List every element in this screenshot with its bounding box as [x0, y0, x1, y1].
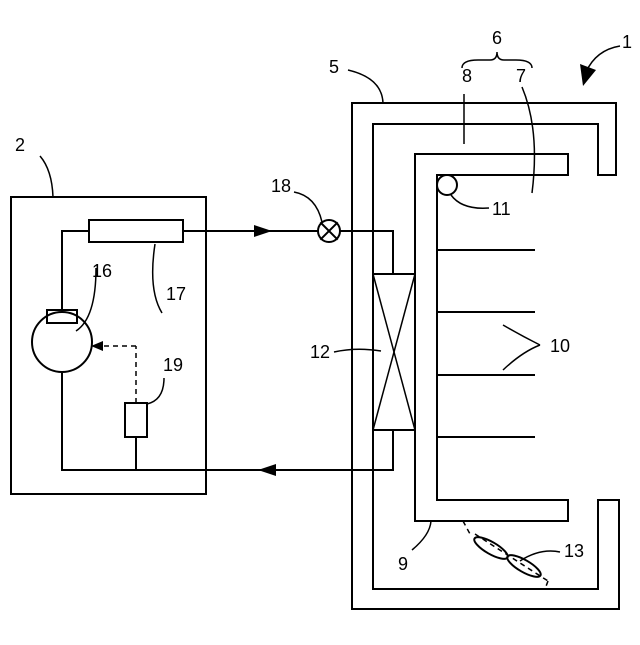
label-18: 18: [271, 176, 291, 196]
flow-arrow-top: [254, 225, 272, 237]
label-5: 5: [329, 57, 339, 77]
label-10: 10: [550, 336, 570, 356]
control-line: [91, 341, 136, 403]
label-9: 9: [398, 554, 408, 574]
expansion-valve-18: [318, 220, 340, 242]
label-6: 6: [492, 28, 502, 48]
component-13: [463, 521, 548, 589]
label-2: 2: [15, 135, 25, 155]
compressor-16: [32, 310, 92, 372]
label-11: 11: [492, 199, 511, 219]
shelves-10: [437, 250, 534, 437]
cabinet-inner-liner: [373, 124, 598, 589]
label-1: 1: [622, 32, 632, 52]
label-17: 17: [166, 284, 186, 304]
label-12: 12: [310, 342, 330, 362]
cabinet-outer-wall: [352, 103, 619, 609]
label-19: 19: [163, 355, 183, 375]
component-17: [89, 220, 183, 242]
label-16: 16: [92, 261, 112, 281]
label-8: 8: [462, 66, 472, 86]
sensor-19: [125, 403, 147, 437]
heat-exchanger-12: [373, 274, 415, 430]
flow-arrow-bottom: [258, 464, 276, 476]
fan-11: [437, 175, 457, 195]
label-13: 13: [564, 541, 584, 561]
label-7: 7: [516, 66, 526, 86]
